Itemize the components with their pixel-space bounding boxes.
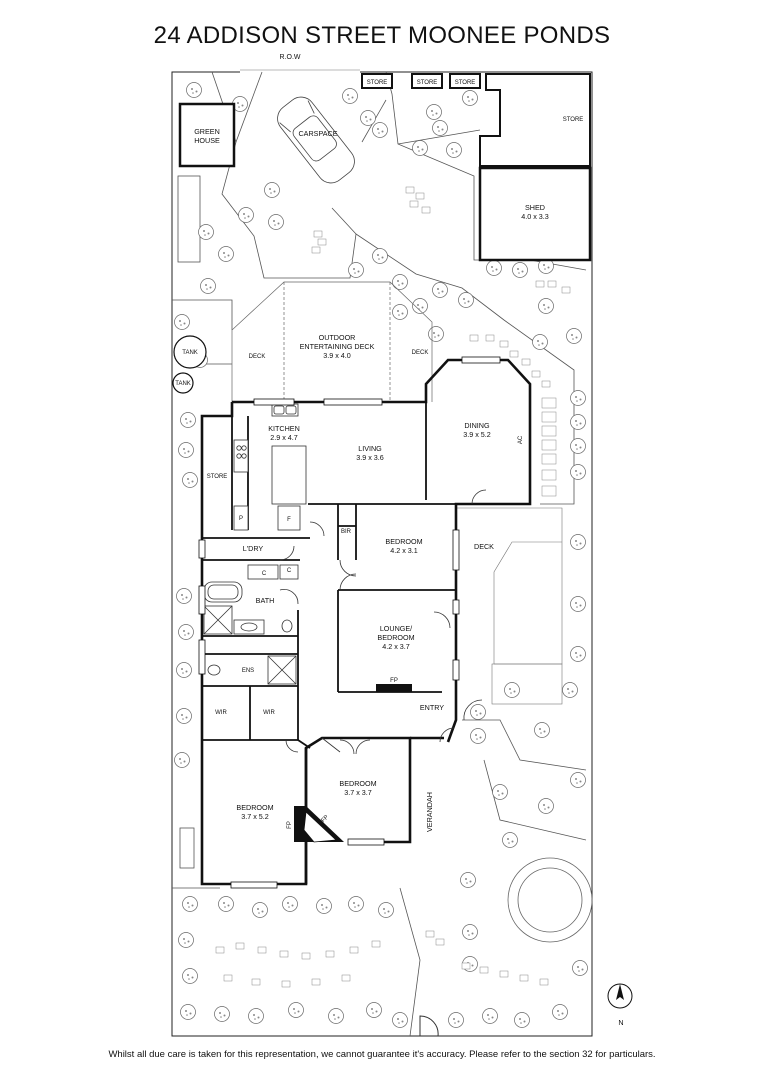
cupboard-1-label: C <box>262 571 267 577</box>
dining-size: 3.9 x 5.2 <box>463 430 491 439</box>
pantry-label: P <box>239 516 243 522</box>
kitchen-size: 2.9 x 4.7 <box>270 433 298 442</box>
bedroom-2-size: 3.7 x 3.7 <box>344 788 372 797</box>
side-deck-outline <box>456 507 563 705</box>
kitchen-fitout <box>233 403 307 531</box>
store-3-label: STORE <box>455 80 476 86</box>
bedroom-3-label: BEDROOM <box>236 803 273 812</box>
carspace-label: CARSPACE <box>298 129 337 138</box>
lounge-fireplace <box>376 684 412 692</box>
tank-1-label: TANK <box>182 350 198 356</box>
disclaimer: Whilst all due care is taken for this re… <box>108 1049 656 1060</box>
windows <box>198 356 501 889</box>
kitchen-label: KITCHEN <box>268 424 300 433</box>
green-house-label-2: HOUSE <box>194 136 220 145</box>
side-path-paving <box>541 397 557 497</box>
fp-lounge-label: FP <box>390 678 398 684</box>
bath-label: BATH <box>256 596 275 605</box>
wir-1-label: WIR <box>215 710 227 716</box>
bir-label: BIR <box>341 529 352 535</box>
car-icon <box>277 96 355 184</box>
north-compass-icon <box>607 983 633 1009</box>
store-3 <box>449 73 481 89</box>
lounge-size: 4.2 x 3.7 <box>382 642 410 651</box>
dining-label: DINING <box>464 421 490 430</box>
room-labels: GREEN HOUSE CARSPACE STORE STORE STORE S… <box>175 80 623 1027</box>
fp-2-label: FP <box>320 814 330 824</box>
front-large-tree <box>507 857 593 943</box>
store-4 <box>479 73 591 167</box>
bedroom-1-label: BEDROOM <box>385 537 422 546</box>
cupboard-2-label: C <box>287 568 292 574</box>
store-1-label: STORE <box>367 80 388 86</box>
store-1 <box>361 73 393 89</box>
tank-1 <box>173 335 207 369</box>
bedroom-3-size: 3.7 x 5.2 <box>241 812 269 821</box>
entry-label: ENTRY <box>420 703 444 712</box>
verandah-label: VERANDAH <box>425 792 434 832</box>
doors <box>279 489 487 755</box>
wir-2-label: WIR <box>263 710 275 716</box>
row-label: R.O.W <box>279 54 301 61</box>
bedroom-1-size: 4.2 x 3.1 <box>390 546 418 555</box>
bedroom-fireplace-hearth <box>303 811 337 843</box>
fp-1-label: FP <box>287 821 293 829</box>
deck-side-label: DECK <box>474 542 494 551</box>
outdoor-deck <box>231 281 433 402</box>
lounge-label: LOUNGE/ <box>380 624 412 633</box>
living-label: LIVING <box>358 444 382 453</box>
shed <box>478 166 592 262</box>
fridge-label: F <box>287 517 291 523</box>
north-label: N <box>618 1018 623 1027</box>
green-house <box>178 102 236 168</box>
tank-2-label: TANK <box>175 381 191 387</box>
store-4-label: STORE <box>563 117 584 123</box>
outdoor-deck-label: OUTDOOR <box>319 333 356 342</box>
plan-title: 24 ADDISON STREET MOONEE PONDS <box>153 22 611 49</box>
property-boundary <box>171 71 593 1037</box>
tank-2 <box>172 372 194 394</box>
deck-right-label: DECK <box>412 350 429 356</box>
green-house-label: GREEN <box>194 127 220 136</box>
front-garden <box>172 719 587 1037</box>
ens-label: ENS <box>242 668 254 674</box>
bedroom-2-label: BEDROOM <box>339 779 376 788</box>
living-size: 3.9 x 3.6 <box>356 453 384 462</box>
outdoor-deck-size: 3.9 x 4.0 <box>323 351 351 360</box>
outdoor-deck-label-2: ENTERTAINING DECK <box>300 342 375 351</box>
interior-walls <box>202 402 456 749</box>
laundry-label: L'DRY <box>243 544 264 553</box>
lounge-label-2: BEDROOM <box>377 633 414 642</box>
ac-label: AC <box>518 435 524 444</box>
shed-label: SHED <box>525 203 545 212</box>
store-int-label: STORE <box>207 474 228 480</box>
bath-fixtures <box>203 564 299 685</box>
store-2 <box>411 73 443 89</box>
shed-size: 4.0 x 3.3 <box>521 212 549 221</box>
front-paving <box>215 930 549 988</box>
front-gate <box>419 1015 439 1037</box>
store-2-label: STORE <box>417 80 438 86</box>
deck-left-label: DECK <box>249 354 266 360</box>
